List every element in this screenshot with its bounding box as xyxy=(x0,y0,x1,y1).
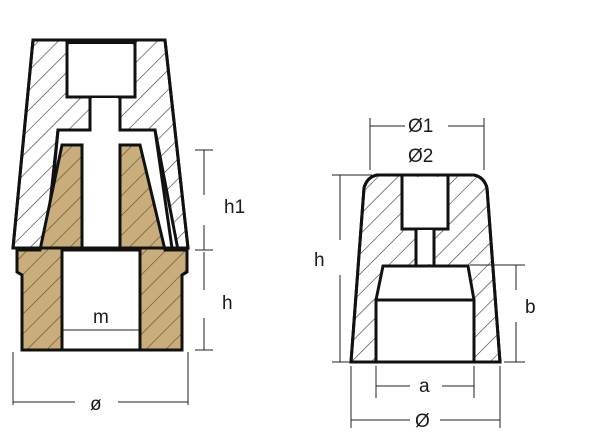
left-core-bore xyxy=(60,248,142,352)
left-cap-neck xyxy=(92,98,118,129)
right-top-pocket xyxy=(402,177,448,228)
right-b-dimension-line xyxy=(470,264,525,363)
right-h-label: h xyxy=(314,250,325,271)
right-neck-outline xyxy=(414,229,436,266)
right-b-label: b xyxy=(525,297,536,318)
left-assembly: h1 h m ø xyxy=(11,38,245,415)
right-diameter-dimension-line xyxy=(350,366,501,428)
right-d2-label: Ø2 xyxy=(408,146,433,167)
right-anode-outline xyxy=(349,173,502,364)
left-cap-outline xyxy=(11,38,190,250)
right-anode: Ø1 Ø2 h b a Ø xyxy=(314,116,536,432)
left-h-dimension-line xyxy=(195,249,213,351)
left-h1-dimension-line xyxy=(195,149,213,251)
left-diameter-label: ø xyxy=(90,394,102,415)
right-h-dimension-line xyxy=(332,174,372,363)
right-diameter-label: Ø xyxy=(415,411,430,432)
left-m-label: m xyxy=(93,307,109,328)
left-h1-label: h1 xyxy=(224,197,245,218)
right-a-dimension-line xyxy=(375,366,475,398)
left-h-label: h xyxy=(222,293,233,314)
left-diameter-dimension-line xyxy=(12,352,189,405)
left-cap-bore-outline xyxy=(65,41,137,99)
right-d1-dimension-line xyxy=(369,118,485,170)
right-top-pocket-outline xyxy=(400,176,450,231)
left-stem-outline xyxy=(80,145,122,250)
left-cap-neck-outline xyxy=(88,97,122,130)
left-stem-fill xyxy=(84,146,118,249)
right-lower-cavity xyxy=(374,264,476,364)
right-a-label: a xyxy=(419,376,430,397)
right-neck xyxy=(416,230,434,264)
left-cap-bore xyxy=(69,44,133,96)
right-d1-label: Ø1 xyxy=(408,116,433,137)
